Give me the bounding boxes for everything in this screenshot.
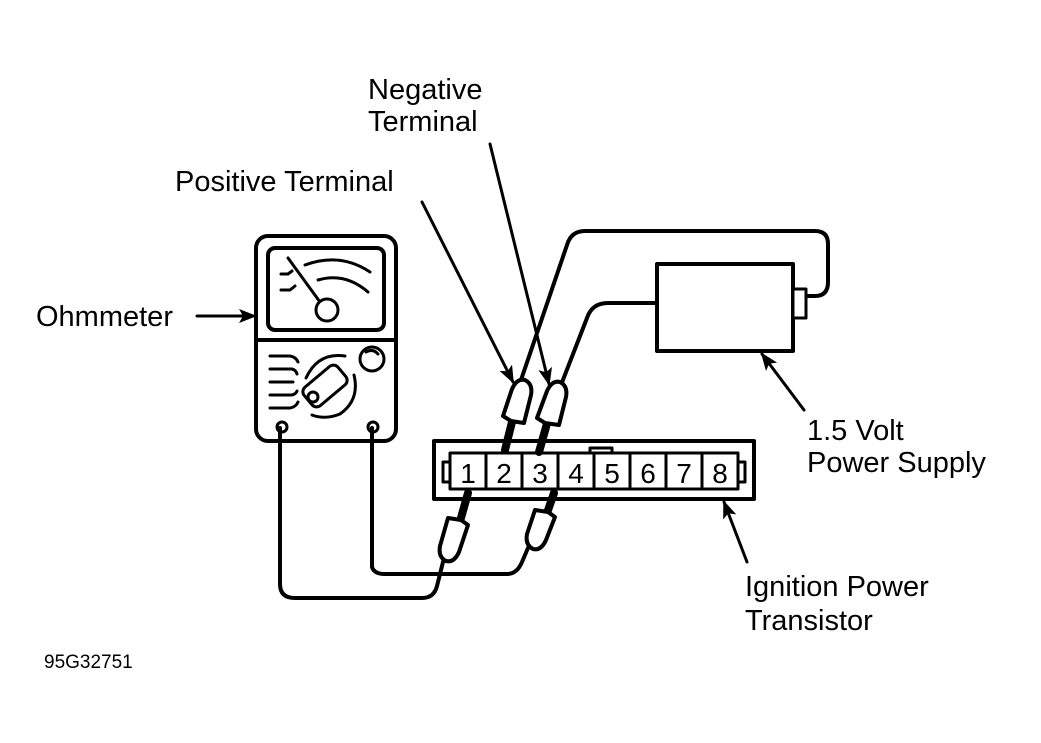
connector-pin-3: 3 — [532, 458, 548, 489]
ohmmeter — [254, 234, 398, 443]
probes — [437, 377, 569, 564]
power-supply-arrow — [760, 352, 806, 412]
leader-arrows — [195, 142, 806, 564]
figure-code: 95G32751 — [44, 652, 133, 673]
ohmmeter-probe-pin1 — [437, 489, 472, 564]
meter-scale-lower — [316, 276, 370, 294]
connector-pin-1: 1 — [460, 458, 476, 489]
negative-terminal-label-line1: Negative — [368, 74, 482, 106]
connector-tab-right — [736, 460, 747, 484]
range-scale-lines — [268, 354, 300, 410]
meter-scale-upper — [303, 258, 372, 274]
power-supply-terminal — [791, 287, 808, 320]
connector-pin-7: 7 — [676, 458, 692, 489]
transistor-arrow — [722, 500, 749, 564]
meter-needle — [286, 256, 322, 304]
ohmmeter-lead-right — [370, 426, 530, 576]
power-supply — [655, 262, 808, 353]
power-supply-wires — [519, 229, 830, 387]
positive-lead-wire — [519, 229, 830, 382]
negative-lead-wire — [559, 301, 660, 387]
ohmmeter-display — [266, 246, 386, 332]
connector-pin-5: 5 — [604, 458, 620, 489]
power-supply-body — [655, 262, 795, 353]
connector-pin-6: 6 — [640, 458, 656, 489]
meter-tick-1 — [279, 269, 294, 276]
negative-terminal-label-line2: Terminal — [368, 106, 478, 138]
ohmmeter-probe-pin3 — [524, 489, 558, 552]
range-selector-knob — [301, 353, 357, 419]
ohmmeter-lead-left — [278, 426, 445, 600]
connector-pin-4: 4 — [568, 458, 584, 489]
connector-pin-2: 2 — [496, 458, 512, 489]
negative-probe — [535, 379, 569, 456]
connector-tab-left — [441, 460, 452, 484]
positive-terminal-label: Positive Terminal — [175, 166, 394, 198]
meter-tick-2 — [279, 284, 297, 292]
power-supply-label-line1: 1.5 Volt — [807, 415, 904, 447]
positive-probe — [501, 377, 534, 454]
power-supply-label-line2: Power Supply — [807, 447, 986, 479]
negative-terminal-arrow — [488, 142, 552, 386]
zero-adjust-knob — [358, 345, 386, 373]
ohmmeter-leads — [278, 426, 530, 600]
transistor-label-line1: Ignition Power — [745, 571, 929, 603]
connector-pin-8: 8 — [712, 458, 728, 489]
meter-pivot — [314, 297, 340, 323]
transistor-label-line2: Transistor — [745, 605, 873, 637]
positive-terminal-arrow — [420, 200, 515, 384]
ohmmeter-label: Ohmmeter — [36, 301, 173, 333]
